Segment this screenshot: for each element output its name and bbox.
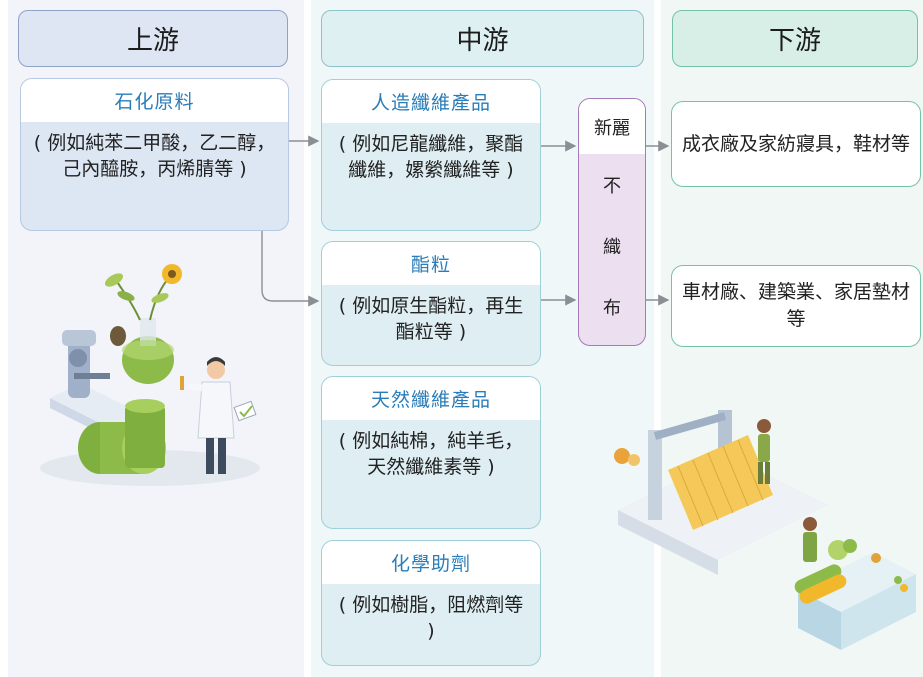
nonwoven-char: 布 <box>603 297 621 319</box>
natural-fiber-title: 天然纖維產品 <box>322 377 540 420</box>
petrochemical-title: 石化原料 <box>21 79 288 122</box>
polyester-pellet-title: 酯粒 <box>322 242 540 285</box>
petrochemical-body: ( 例如純苯二甲酸，乙二醇，己內醯胺，丙烯腈等 ) <box>33 132 276 180</box>
textile-factory-illustration <box>614 410 916 650</box>
nonwoven-char: 織 <box>603 236 621 258</box>
downstream-header: 下游 <box>672 10 918 67</box>
polyester-pellet-box: 酯粒 ( 例如原生酯粒，再生酯粒等 ) <box>321 241 541 366</box>
nonwoven-char: 不 <box>603 175 621 197</box>
synthetic-fiber-box: 人造纖維產品 ( 例如尼龍纖維，聚酯纖維，嫘縈纖維等 ) <box>321 79 541 231</box>
nonwoven-box: 新麗 不 織 布 <box>578 98 646 346</box>
chemical-additive-title: 化學助劑 <box>322 541 540 584</box>
petrochemical-box: 石化原料 ( 例如純苯二甲酸，乙二醇，己內醯胺，丙烯腈等 ) <box>20 78 289 231</box>
midstream-header: 中游 <box>321 10 644 67</box>
polyester-pellet-body: ( 例如原生酯粒，再生酯粒等 ) <box>338 295 524 343</box>
natural-fiber-box: 天然纖維產品 ( 例如純棉，純羊毛，天然纖維素等 ) <box>321 376 541 529</box>
chemical-additive-body: ( 例如樹脂，阻燃劑等 ) <box>338 594 524 642</box>
automotive-construction-box: 車材廠、建築業、家居墊材等 <box>671 265 921 347</box>
nonwoven-title: 新麗 <box>579 99 645 154</box>
apparel-bedding-box: 成衣廠及家紡寢具，鞋材等 <box>671 101 921 187</box>
natural-fiber-body: ( 例如純棉，純羊毛，天然纖維素等 ) <box>338 430 524 478</box>
upstream-header: 上游 <box>18 10 288 67</box>
lab-scientist-illustration <box>40 264 260 486</box>
synthetic-fiber-body: ( 例如尼龍纖維，聚酯纖維，嫘縈纖維等 ) <box>338 133 524 181</box>
chemical-additive-box: 化學助劑 ( 例如樹脂，阻燃劑等 ) <box>321 540 541 666</box>
synthetic-fiber-title: 人造纖維產品 <box>322 80 540 123</box>
